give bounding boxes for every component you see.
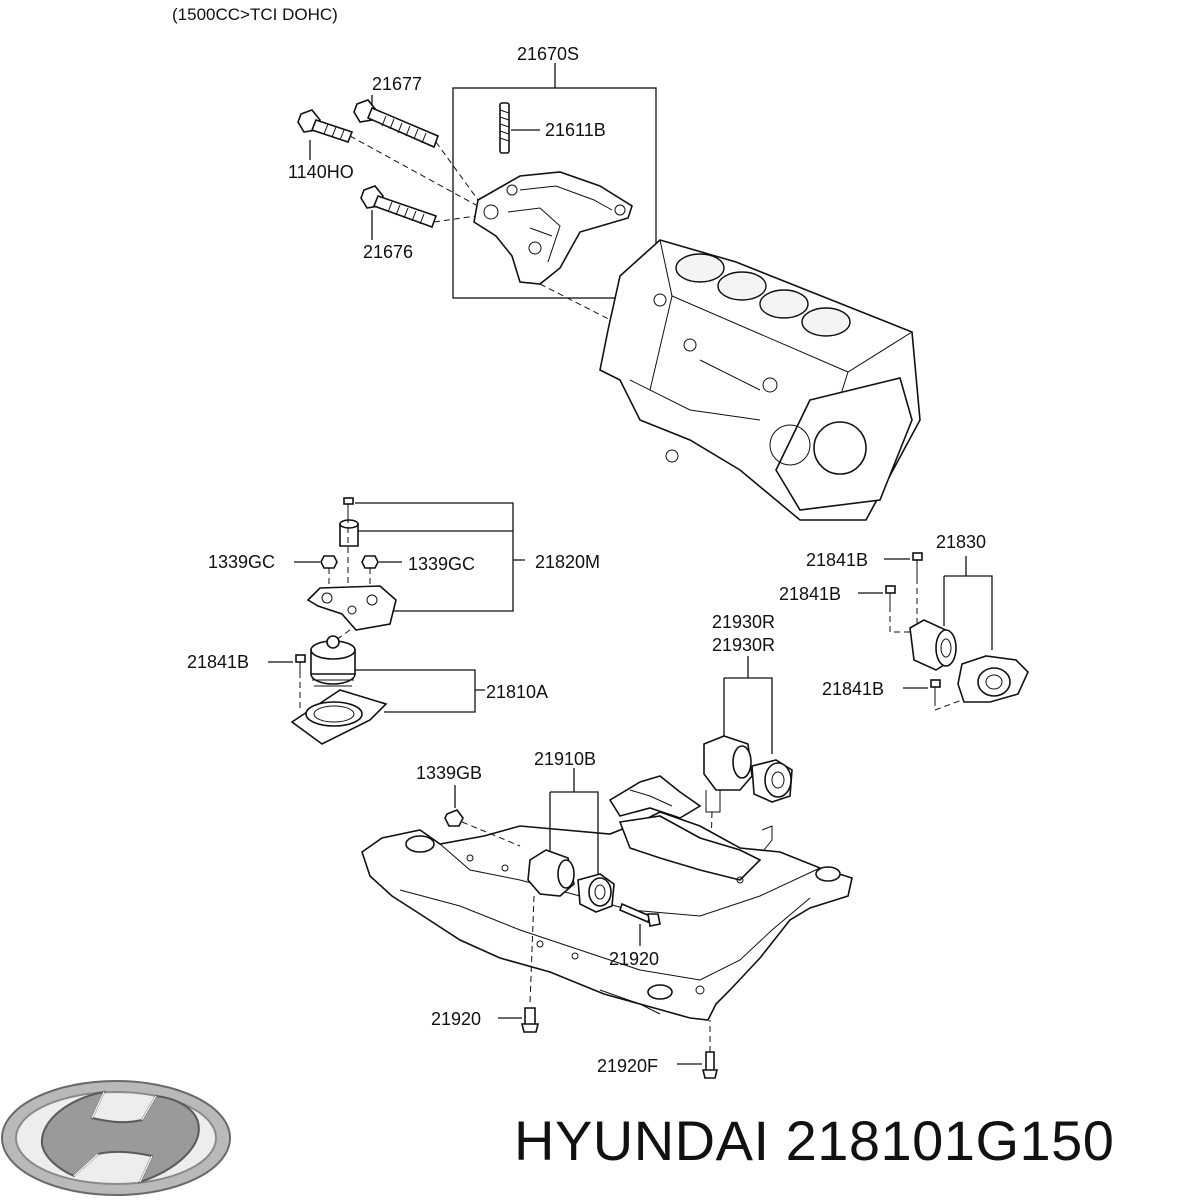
label-21670s: 21670S (517, 44, 579, 64)
insulator-21810a (310, 635, 356, 687)
nut-1339gc-left (320, 555, 338, 569)
engine-mount-bracket (473, 171, 633, 285)
brand-part-caption: HYUNDAI 218101G150 (514, 1109, 1115, 1172)
bolt-21920-mid (619, 902, 661, 946)
label-1339gb: 1339GB (416, 763, 482, 783)
bolt-21677 (353, 99, 440, 149)
bracket-group (297, 63, 657, 331)
label-1140ho: 1140HO (288, 162, 354, 182)
label-21820m: 21820M (535, 552, 600, 572)
bolt-1140ho (297, 109, 354, 143)
label-21841b-mid: 21841B (187, 652, 249, 672)
mount-21910b (527, 768, 615, 1005)
mount-bracket-21820m (306, 585, 397, 631)
bolt-21920f (677, 1020, 719, 1079)
bolt-21676 (360, 185, 438, 229)
subframe (361, 775, 853, 1021)
bushing-21910b-housing (527, 849, 575, 897)
engine-block (599, 239, 921, 521)
label-21830: 21830 (936, 532, 986, 552)
bolt-21841b-mid (295, 654, 306, 672)
mount-21810a (268, 635, 485, 745)
nut-1339gc-right (361, 555, 379, 569)
label-21910b: 21910B (534, 749, 596, 769)
bolt-21841b-r3 (930, 679, 941, 700)
label-1339gc-left: 1339GC (208, 552, 275, 572)
mount-21930r (703, 656, 793, 889)
label-21841b-r1: 21841B (806, 550, 868, 570)
bushing-21910b (577, 873, 615, 913)
label-21611b: 21611B (545, 120, 606, 140)
label-21676: 21676 (363, 242, 413, 262)
mount-21820m (294, 497, 525, 641)
label-21920-mid: 21920 (609, 949, 659, 969)
bolt-21920-left (498, 1007, 540, 1033)
bolt-21841b-r2 (885, 585, 896, 606)
bushing-21830 (909, 619, 957, 671)
label-21841b-r3: 21841B (822, 679, 884, 699)
label-21677: 21677 (372, 74, 422, 94)
mount-21830 (858, 552, 1029, 711)
spacer-21820m (339, 519, 359, 547)
label-21920-left: 21920 (431, 1009, 481, 1029)
bushing-21930r-housing (703, 735, 753, 813)
bolt-21820m (343, 497, 354, 517)
plate-21810a (290, 689, 388, 745)
label-1339gc-right: 1339GC (408, 554, 475, 574)
nut-1339gb (444, 785, 521, 847)
label-21920f: 21920F (597, 1056, 658, 1076)
engine-note: (1500CC>TCI DOHC) (172, 5, 338, 24)
bracket-21830 (957, 655, 1029, 703)
bushing-21930r (751, 759, 793, 803)
label-21810a: 21810A (486, 682, 548, 702)
label-21841b-r2: 21841B (779, 584, 841, 604)
hyundai-logo-icon (1, 1080, 231, 1196)
label-21930r-a: 21930R (712, 612, 775, 632)
bolt-21841b-r1 (912, 552, 923, 578)
label-21930r-b: 21930R (712, 635, 775, 655)
stud-21611b (499, 102, 510, 154)
